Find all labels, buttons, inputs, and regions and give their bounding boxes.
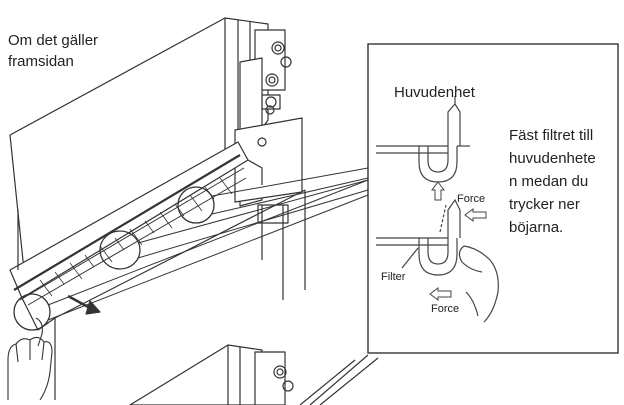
instruction-line-3: n medan du (509, 173, 589, 190)
main-unit-label: Huvudenhet (394, 84, 475, 101)
filter-label: Filter (381, 271, 406, 283)
arrow-left-outline-icon (429, 208, 487, 301)
instruction-line-4: trycker ner (509, 196, 580, 213)
instruction-line-1: Fäst filtret till (509, 127, 594, 144)
second-unit (129, 344, 379, 405)
front-caption-line-1: Om det gäller (8, 32, 99, 49)
hand-icon (7, 317, 53, 401)
instruction-line-5: böjarna. (509, 219, 564, 236)
detail-box (367, 43, 619, 354)
instruction-line-2: huvudenhete (509, 150, 596, 167)
front-caption-line-2: framsidan (8, 53, 74, 70)
arrow-up-outline-icon (431, 181, 445, 201)
arrow-down-right-icon (67, 294, 101, 315)
lower-front-panel (21, 189, 306, 400)
instruction-text: Fäst filtret till huvudenhete n medan du… (509, 124, 596, 239)
front-side-caption: Om det gäller framsidan (8, 30, 98, 72)
leader-lines (47, 167, 369, 321)
detail-circles (13, 186, 215, 331)
force-label-bottom: Force (431, 303, 460, 315)
force-label-top: Force (457, 193, 486, 205)
